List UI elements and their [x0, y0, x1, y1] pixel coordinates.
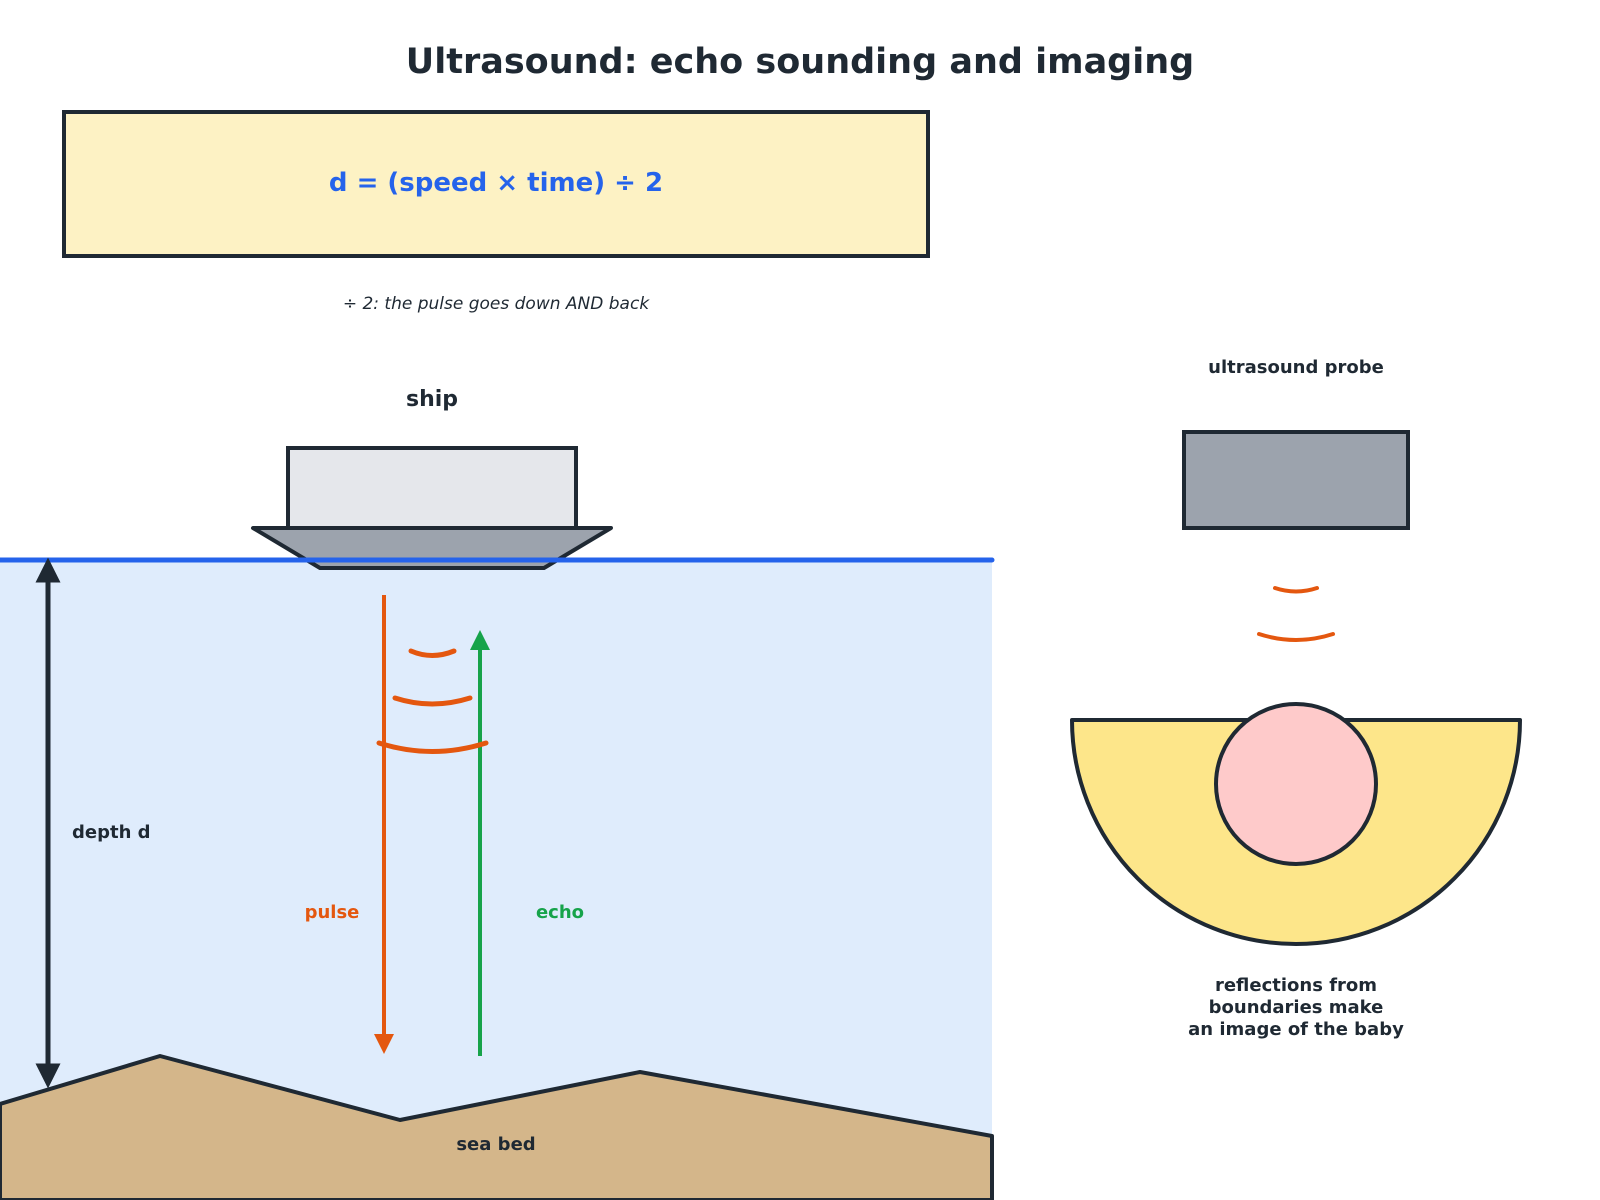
probe-wave-1 — [1273, 586, 1319, 594]
sonar-wave-1 — [408, 648, 457, 658]
scan-caption-line-3: an image of the baby — [1188, 1019, 1404, 1040]
scan-caption-line-1: reflections from — [1215, 975, 1377, 996]
sonar-wave-2 — [392, 695, 473, 707]
formula-text: d = (speed × time) ÷ 2 — [329, 168, 663, 198]
probe-label: ultrasound probe — [1208, 357, 1384, 378]
baby-circle — [1214, 702, 1378, 866]
depth-label: depth d — [72, 822, 151, 843]
ship-cabin — [286, 446, 578, 532]
sonar-wave-3 — [376, 740, 489, 754]
formula-box — [62, 110, 930, 258]
ultrasound-probe — [1182, 430, 1410, 530]
formula-note: ÷ 2: the pulse goes down AND back — [343, 294, 650, 314]
echo-label: echo — [536, 902, 584, 923]
page-title: Ultrasound: echo sounding and imaging — [406, 42, 1194, 82]
ship-label: ship — [406, 387, 458, 412]
probe-wave-2 — [1257, 632, 1335, 642]
pulse-label: pulse — [305, 902, 360, 923]
seabed — [0, 1054, 994, 1200]
seabed-label: sea bed — [456, 1134, 535, 1155]
scan-caption-line-2: boundaries make — [1209, 997, 1384, 1018]
